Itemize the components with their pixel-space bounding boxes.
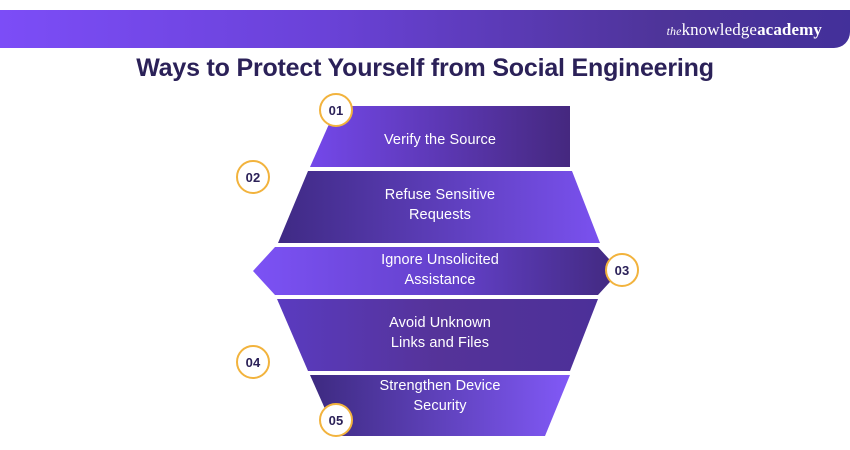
funnel-shapes [253, 106, 620, 436]
logo-text-the: the [666, 23, 682, 38]
brand-logo: theknowledgeacademy [667, 21, 822, 38]
funnel-shape-step-2[interactable] [278, 171, 600, 243]
page-title: Ways to Protect Yourself from Social Eng… [136, 54, 714, 82]
funnel-shape-step-3[interactable] [253, 247, 620, 295]
funnel-diagram: Verify the Source Refuse Sensitive Reque… [0, 88, 850, 450]
step-badge-03[interactable]: 03 [605, 253, 639, 287]
funnel-shape-step-5[interactable] [310, 375, 570, 436]
funnel-shape-step-4[interactable] [277, 299, 598, 371]
step-badge-05[interactable]: 05 [319, 403, 353, 437]
step-badge-01[interactable]: 01 [319, 93, 353, 127]
header-bar: theknowledgeacademy [0, 10, 850, 48]
step-badge-04[interactable]: 04 [236, 345, 270, 379]
funnel-shape-step-1[interactable] [310, 106, 570, 167]
step-badge-02[interactable]: 02 [236, 160, 270, 194]
logo-text-academy: academy [757, 19, 822, 39]
logo-text-knowledge: knowledge [681, 19, 758, 39]
